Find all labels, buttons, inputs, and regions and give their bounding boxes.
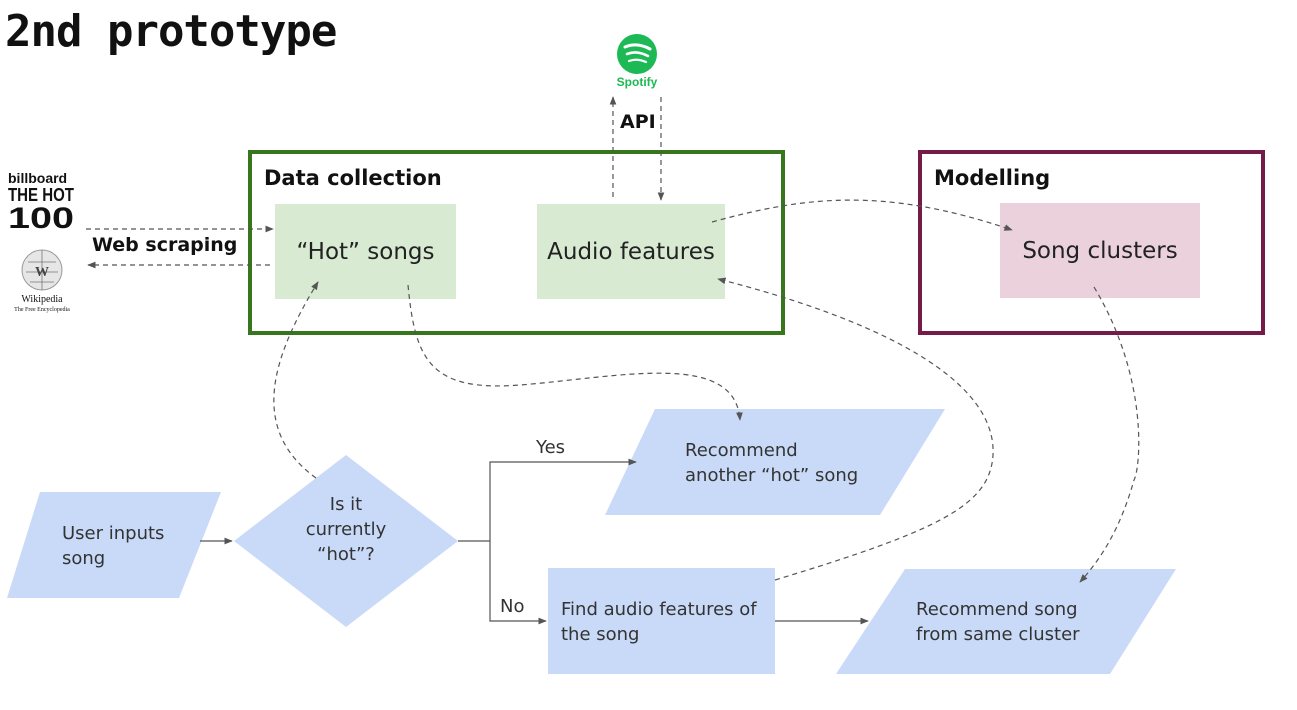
spotify-wordmark: Spotify xyxy=(617,75,658,89)
api-label: API xyxy=(620,111,656,133)
spotify-logo: Spotify xyxy=(617,34,658,89)
data-collection-group xyxy=(248,150,785,335)
recommend-hot-parallelogram xyxy=(605,409,945,515)
hot-songs-label: “Hot” songs xyxy=(296,238,435,265)
billboard-logo: billboard THE HOT 100 xyxy=(8,170,74,235)
modelling-group xyxy=(918,150,1265,335)
song-clusters-label: Song clusters xyxy=(1022,237,1178,264)
is-hot-diamond xyxy=(234,455,458,627)
user-inputs-text: User inputs song xyxy=(62,523,165,569)
yes-label: Yes xyxy=(536,437,566,458)
audio-features-label: Audio features xyxy=(547,238,715,265)
yes-branch-arrow xyxy=(489,458,637,541)
wikipedia-tagline: The Free Encyclopedia xyxy=(14,307,70,313)
song-clusters-box: Song clusters xyxy=(1000,203,1200,298)
find-features-to-audio-arrow xyxy=(717,277,994,581)
hot-songs-to-recommend-arrow xyxy=(407,284,743,421)
billboard-100: 100 xyxy=(8,202,74,235)
audio-to-clusters-arrow xyxy=(711,199,1013,231)
user-inputs-parallelogram xyxy=(7,492,221,598)
wikipedia-wordmark: Wikipedia xyxy=(21,294,63,305)
modelling-label: Modelling xyxy=(934,166,1051,190)
recommend-cluster-parallelogram xyxy=(836,569,1176,674)
audio-features-box: Audio features xyxy=(537,204,725,299)
no-label: No xyxy=(500,596,525,617)
recommend-cluster-text: Recommend song from same cluster xyxy=(916,599,1080,645)
decision-to-hot-songs-arrow xyxy=(273,281,319,479)
billboard-word: billboard xyxy=(8,170,67,186)
clusters-to-recommend-arrow xyxy=(1079,286,1140,583)
wikipedia-logo: W Wikipedia The Free Encyclopedia xyxy=(14,249,70,313)
page-title: 2nd prototype xyxy=(5,6,337,57)
find-features-text: Find audio features of the song xyxy=(561,599,757,645)
data-collection-label: Data collection xyxy=(264,166,442,190)
wikipedia-globe-glyph: W xyxy=(35,265,49,280)
is-hot-text: Is it currently “hot”? xyxy=(305,494,387,565)
hot-songs-box: “Hot” songs xyxy=(275,204,456,299)
billboard-hot: THE HOT xyxy=(8,185,74,205)
no-branch-arrow xyxy=(489,541,547,625)
find-features-rect xyxy=(548,568,775,674)
recommend-hot-text: Recommend another “hot” song xyxy=(685,440,859,486)
web-scraping-label: Web scraping xyxy=(92,234,238,256)
